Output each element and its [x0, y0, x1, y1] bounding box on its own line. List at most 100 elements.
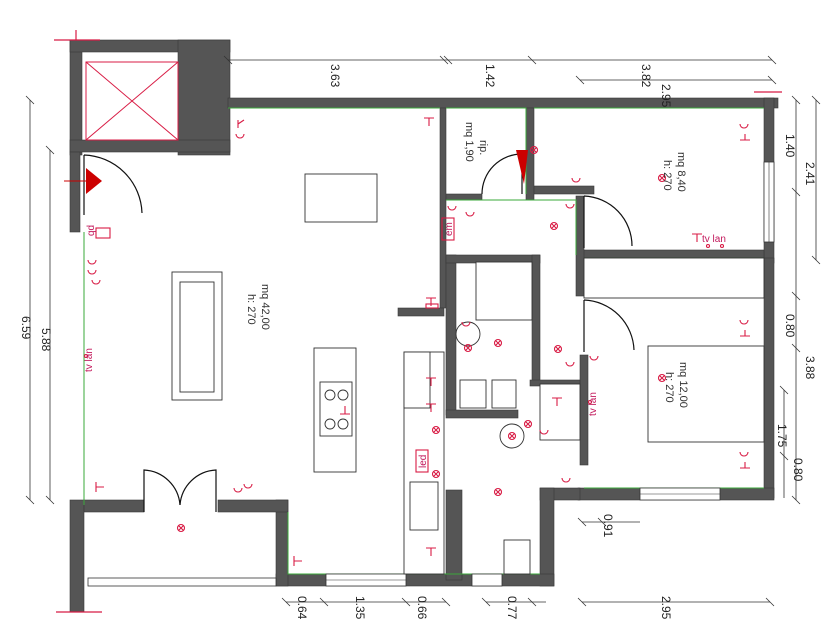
dim-right-6: 0.80 — [791, 458, 805, 482]
em-label: em — [444, 222, 455, 236]
windows — [87, 161, 775, 587]
dim-top-3: 3.82 — [639, 64, 653, 88]
wall-top — [227, 97, 779, 109]
wall-terrace-right — [275, 499, 289, 587]
terrace-door-left — [143, 469, 181, 512]
wall-terrace-top-right — [217, 499, 289, 513]
panel-fixture — [425, 303, 439, 309]
dim-bottom-3: 0.66 — [415, 596, 429, 620]
bed2-area-label: mq 12,00 — [677, 362, 689, 408]
wall-bath-right — [531, 254, 541, 386]
window-terrace — [87, 577, 277, 587]
wall-bed1-bottom — [533, 185, 595, 195]
sofa-seat — [179, 281, 215, 393]
dim-right-2: 2.41 — [803, 162, 817, 186]
wall-lower-bath-left — [445, 489, 463, 581]
bidet — [491, 379, 517, 409]
wall-terrace-top — [83, 499, 145, 513]
dim-left-2: 5.88 — [39, 328, 53, 352]
light-point-icon — [507, 431, 517, 441]
tv-lan-label-bed2: tv lan — [588, 392, 599, 416]
wall-bottom — [275, 573, 555, 587]
wall-wc-bottom — [445, 193, 483, 201]
light-point-icon — [553, 344, 563, 354]
switch-icon — [235, 119, 245, 139]
closet — [539, 383, 581, 441]
socket-icon — [539, 429, 549, 435]
light-point-icon — [463, 343, 473, 353]
light-point-icon — [493, 487, 503, 497]
wall-left-lower — [69, 499, 85, 613]
qd-label: qd — [86, 225, 97, 236]
entrance-arrow-icon — [86, 168, 102, 194]
switch-icon — [426, 377, 436, 386]
socket-icon — [561, 477, 571, 483]
dim-top-4: 2.95 — [659, 84, 673, 108]
washbasin — [459, 379, 487, 409]
table — [304, 173, 378, 223]
wall-closet-divider — [579, 354, 589, 466]
socket-icon — [565, 361, 575, 367]
wall-bed1-bottom-right — [579, 249, 765, 259]
dim-bottom-2: 1.35 — [353, 596, 367, 620]
switch-icon — [426, 297, 436, 306]
socket-icon — [461, 321, 471, 327]
switch-icon — [552, 397, 562, 406]
socket-icon — [739, 123, 750, 141]
light-point-icon — [657, 373, 667, 383]
tv-lan-label-living: tv lan — [84, 348, 95, 372]
bed1-area-label: mq 8,40 — [675, 152, 687, 192]
shower — [475, 261, 533, 321]
socket-icon — [447, 205, 475, 217]
dim-right-1: 1.40 — [783, 134, 797, 158]
cooktop — [319, 381, 353, 437]
light-point-icon — [431, 469, 441, 479]
wc-door — [481, 153, 523, 195]
light-point-icon — [493, 338, 503, 348]
panel-led-box — [415, 449, 429, 473]
socket-icon — [589, 355, 599, 361]
dim-bottom-4: 0.77 — [505, 596, 519, 620]
tv-socket-icon — [692, 233, 702, 242]
toilet — [455, 321, 481, 347]
walls — [69, 39, 779, 613]
dim-left-1: 6.59 — [19, 316, 33, 340]
switch-icon — [424, 117, 434, 126]
wall-kitchen-shelf — [397, 307, 445, 317]
dim-top-1: 3.63 — [328, 64, 342, 88]
switch-icon — [426, 547, 436, 556]
furniture — [171, 173, 765, 575]
wc-area-label: mq 1,90 — [463, 122, 475, 162]
light-point-icon — [549, 221, 559, 231]
kitchen-sink — [409, 481, 439, 531]
symbol-labels: tv lan tv lan tv lan qd em led — [84, 222, 726, 468]
socket-icon — [87, 259, 101, 285]
wall-bath-bottom — [445, 409, 519, 419]
dim-right-3: 0.80 — [783, 314, 797, 338]
dim-bottom-5: 2.95 — [659, 596, 673, 620]
light-point-icon — [176, 523, 186, 533]
bed — [647, 345, 765, 443]
terrace-door-right — [179, 469, 217, 512]
socket-icon — [571, 177, 581, 183]
socket-icon — [739, 319, 750, 337]
light-point-icon — [431, 425, 441, 435]
panel-qd-box — [95, 227, 111, 239]
wc-door-red-marker — [516, 150, 528, 184]
light-point-icon — [523, 419, 533, 429]
dim-bottom-1: 0.64 — [295, 596, 309, 620]
dim-right-5: 1.75 — [775, 424, 789, 448]
fridge — [403, 351, 431, 409]
bath-fixture — [503, 539, 531, 575]
wall-right-lower — [763, 257, 775, 499]
window-bottom-bath — [471, 573, 503, 587]
socket-icon — [233, 483, 253, 493]
electrical-symbols — [83, 117, 750, 566]
dimension-labels: 3.63 1.42 3.82 2.95 1.40 2.41 0.80 3.88 … — [19, 64, 817, 620]
switch-icon — [293, 556, 302, 566]
led-label: led — [418, 455, 429, 468]
wall-shaft-left — [69, 39, 83, 156]
light-point-icon — [529, 145, 539, 155]
switch-icon — [95, 482, 104, 492]
wall-bath-outer — [445, 254, 457, 416]
